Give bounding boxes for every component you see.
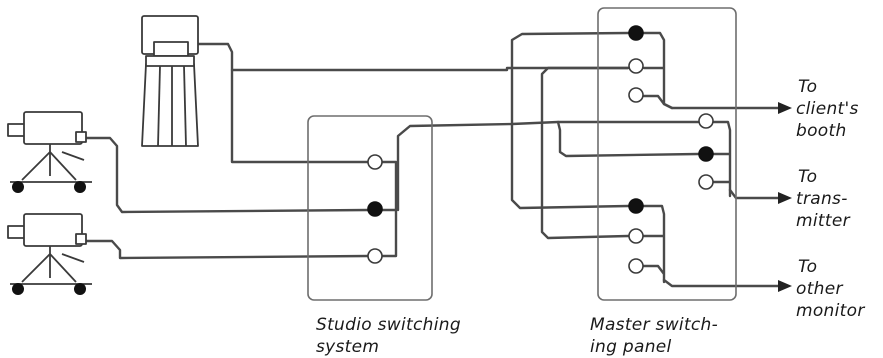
wire-camera1-to-studio xyxy=(78,136,370,214)
master-switching-panel xyxy=(597,7,737,301)
dest-monitor-line1: To xyxy=(798,257,817,277)
studio-switch-2 xyxy=(367,201,383,217)
studio-switch-3 xyxy=(367,248,383,264)
wire-master-bus-c xyxy=(556,120,700,158)
arrow-transmitter xyxy=(778,192,792,204)
destination-client-booth-label: To client's booth xyxy=(796,77,859,141)
master-switches xyxy=(628,25,714,274)
studio-caption-line2: system xyxy=(316,337,379,357)
wire-studio-bus xyxy=(380,160,398,258)
dest-monitor-line3: monitor xyxy=(796,301,865,321)
destination-transmitter-label: To trans- mitter xyxy=(796,167,851,231)
wiring xyxy=(78,31,784,288)
wire-projector-to-studio xyxy=(196,42,370,164)
studio-switching-panel xyxy=(307,115,433,301)
studio-caption-line1: Studio switching xyxy=(316,315,461,335)
dest-transmitter-line3: mitter xyxy=(796,211,851,231)
master-switch-g1-2 xyxy=(628,58,644,74)
master-switch-g1-3 xyxy=(628,87,644,103)
studio-switch-1 xyxy=(367,154,383,170)
master-switch-g3-3 xyxy=(628,258,644,274)
wire-output-client xyxy=(662,102,784,110)
wire-output-monitor xyxy=(662,278,784,288)
wire-master-group2 xyxy=(712,120,732,198)
dest-client-line2: client's xyxy=(796,99,859,119)
master-switch-g2-1 xyxy=(698,113,714,129)
dest-client-line3: booth xyxy=(796,121,847,141)
master-switch-g2-3 xyxy=(698,174,714,190)
arrow-monitor xyxy=(778,280,792,292)
master-switch-g3-1 xyxy=(628,198,644,214)
master-switch-g3-2 xyxy=(628,228,644,244)
camera-2-icon xyxy=(7,213,92,295)
wire-studio-output xyxy=(396,120,700,212)
dest-monitor-line2: other xyxy=(796,279,843,299)
wire-camera2-to-studio xyxy=(78,239,370,260)
master-caption-line2: ing panel xyxy=(590,337,672,357)
arrows xyxy=(778,102,792,292)
studio-switches xyxy=(367,154,383,264)
wire-master-bus-b xyxy=(540,66,630,240)
wire-master-bus-a xyxy=(510,31,630,210)
master-caption-line1: Master switch- xyxy=(590,315,718,335)
arrow-client xyxy=(778,102,792,114)
dest-transmitter-line2: trans- xyxy=(796,189,848,209)
wire-master-group3 xyxy=(642,204,666,284)
master-switch-g1-1 xyxy=(628,25,644,41)
wire-master-group1 xyxy=(642,31,674,110)
destination-monitor-label: To other monitor xyxy=(796,257,865,321)
master-switch-g2-2 xyxy=(698,146,714,162)
dest-client-line1: To xyxy=(798,77,817,97)
film-projector-icon xyxy=(141,15,199,147)
camera-1-icon xyxy=(7,111,92,193)
dest-transmitter-line1: To xyxy=(798,167,817,187)
wire-output-transmitter xyxy=(728,188,784,200)
